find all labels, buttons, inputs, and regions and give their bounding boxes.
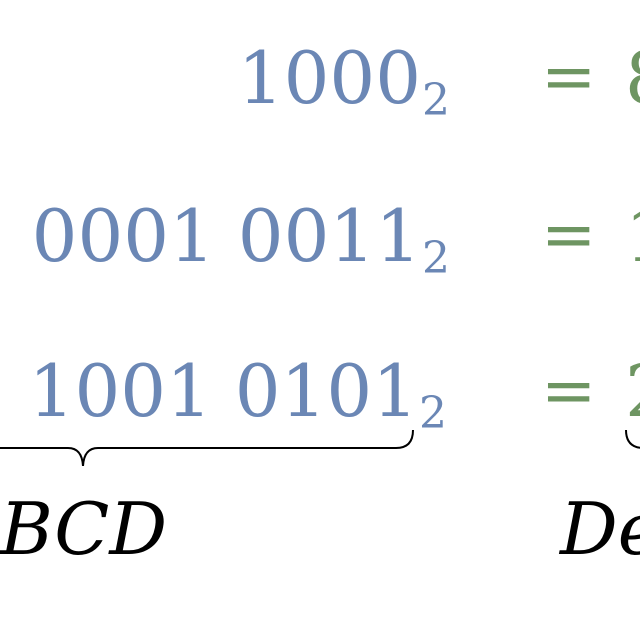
bcd-underbrace bbox=[0, 429, 414, 467]
bcd-label: BCD bbox=[0, 487, 168, 571]
decimal-value-row-3: 2 bbox=[625, 355, 640, 427]
binary-value-row-1: 10002 bbox=[238, 42, 450, 123]
decimal-value-row-2: 1 bbox=[625, 200, 640, 272]
equals-sign-row-3: = bbox=[541, 352, 597, 429]
binary-digits: 1000 bbox=[237, 36, 421, 120]
equals-sign-row-2: = bbox=[541, 196, 597, 273]
decimal-underbrace bbox=[625, 429, 640, 449]
base-subscript: 2 bbox=[422, 75, 450, 126]
binary-digits: 0001 0011 bbox=[31, 194, 421, 278]
equals-sign-row-1: = bbox=[541, 38, 597, 115]
binary-value-row-2: 0001 00112 bbox=[32, 200, 450, 281]
base-subscript: 2 bbox=[422, 233, 450, 284]
binary-digits: 01 1001 0101 bbox=[0, 349, 418, 433]
decimal-label: De bbox=[560, 487, 640, 571]
base-subscript: 2 bbox=[419, 388, 447, 439]
binary-value-row-3: 01 1001 01012 bbox=[0, 355, 447, 436]
decimal-value-row-1: 8 bbox=[625, 42, 640, 114]
